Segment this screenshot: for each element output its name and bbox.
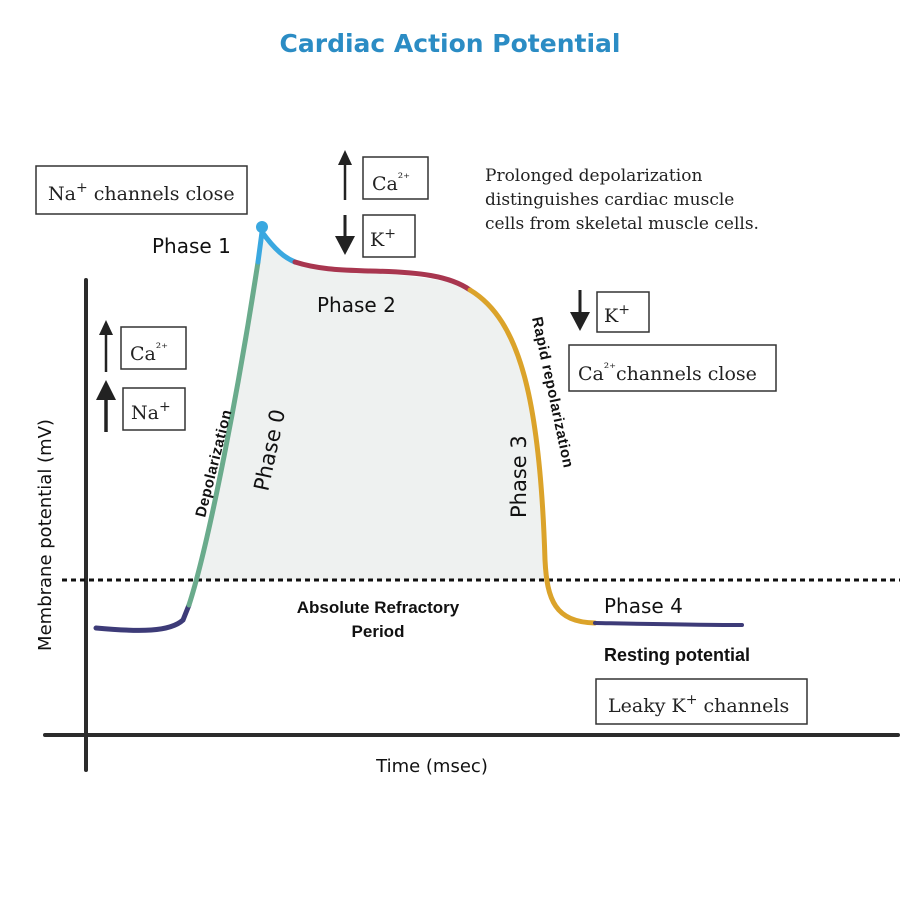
box-text: channels close: [88, 183, 235, 205]
ion-symbol: K: [671, 695, 686, 717]
x-axis-label: Time (msec): [375, 756, 488, 777]
ion-charge: +: [159, 399, 171, 415]
resting-potential-label: Resting potential: [604, 645, 750, 665]
phase3-segment: [467, 287, 598, 626]
ca-channels-close-box: Ca²⁺channels close: [568, 344, 777, 392]
phase1-peak: [256, 221, 268, 233]
ion-symbol: Na: [131, 402, 159, 424]
svg-text:K+: K+: [604, 302, 630, 327]
svg-text:Na+ channels close: Na+ channels close: [48, 180, 235, 205]
y-axis-label: Membrane potential (mV): [35, 419, 56, 651]
note-line2: distinguishes cardiac muscle: [485, 190, 734, 210]
svg-text:Ca²⁺channels close: Ca²⁺channels close: [578, 361, 757, 385]
box-text: channels: [697, 695, 789, 717]
refractory-label-line2: Period: [352, 622, 405, 641]
na-phase0-box: Na+: [122, 387, 186, 431]
note-line1: Prolonged depolarization: [485, 166, 702, 186]
phase2-segment: [292, 259, 473, 293]
phase4-label: Phase 4: [604, 594, 683, 618]
box-text: channels close: [616, 363, 757, 385]
na-channels-close-box: Na+ channels close: [35, 165, 248, 215]
k-phase3-box: K+: [596, 291, 650, 333]
na-up-arrowhead: [96, 380, 116, 400]
ion-charge: +: [384, 226, 396, 242]
ca-phase2-box: Ca²⁺: [362, 156, 429, 200]
ion-symbol: K: [370, 229, 385, 251]
svg-text:Ca²⁺: Ca²⁺: [372, 171, 410, 195]
ion-symbol: K: [604, 305, 619, 327]
ion-symbol: Ca: [130, 343, 156, 365]
ion-symbol: Ca: [372, 173, 398, 195]
ion-charge: +: [76, 180, 88, 196]
svg-text:Na+: Na+: [131, 399, 171, 424]
svg-text:K+: K+: [370, 226, 396, 251]
refractory-shading: [197, 238, 546, 580]
k-down-arrowhead: [335, 236, 355, 255]
k-phase2-box: K+: [362, 214, 416, 258]
ion-symbol: Na: [48, 183, 76, 205]
note-line3: cells from skeletal muscle cells.: [485, 214, 759, 234]
ion-charge: ²⁺: [604, 361, 616, 376]
phase4-left-segment: [93, 602, 192, 633]
ca-phase0-up-arrowhead: [99, 320, 113, 335]
k-phase3-down-arrowhead: [570, 312, 590, 331]
phase3-label: Phase 3: [507, 435, 531, 518]
box-prefix: Leaky: [608, 695, 671, 717]
ion-charge: +: [686, 692, 698, 708]
ion-charge: +: [618, 302, 630, 318]
phase1-label: Phase 1: [152, 234, 231, 258]
refractory-label-line1: Absolute Refractory: [297, 598, 460, 617]
ca-up-arrowhead: [338, 150, 352, 165]
svg-text:Ca²⁺: Ca²⁺: [130, 341, 168, 365]
ion-symbol: Ca: [578, 363, 604, 385]
phase0-segment: [186, 259, 261, 608]
phase4-right-segment: [593, 621, 744, 627]
phase2-label: Phase 2: [317, 293, 396, 317]
ion-charge: ²⁺: [156, 341, 168, 356]
ca-phase0-box: Ca²⁺: [120, 326, 187, 370]
diagram-title: Cardiac Action Potential: [280, 29, 621, 58]
ion-charge: ²⁺: [398, 171, 410, 186]
svg-text:Leaky K+ channels: Leaky K+ channels: [608, 692, 789, 717]
leaky-k-channels-box: Leaky K+ channels: [595, 678, 808, 725]
